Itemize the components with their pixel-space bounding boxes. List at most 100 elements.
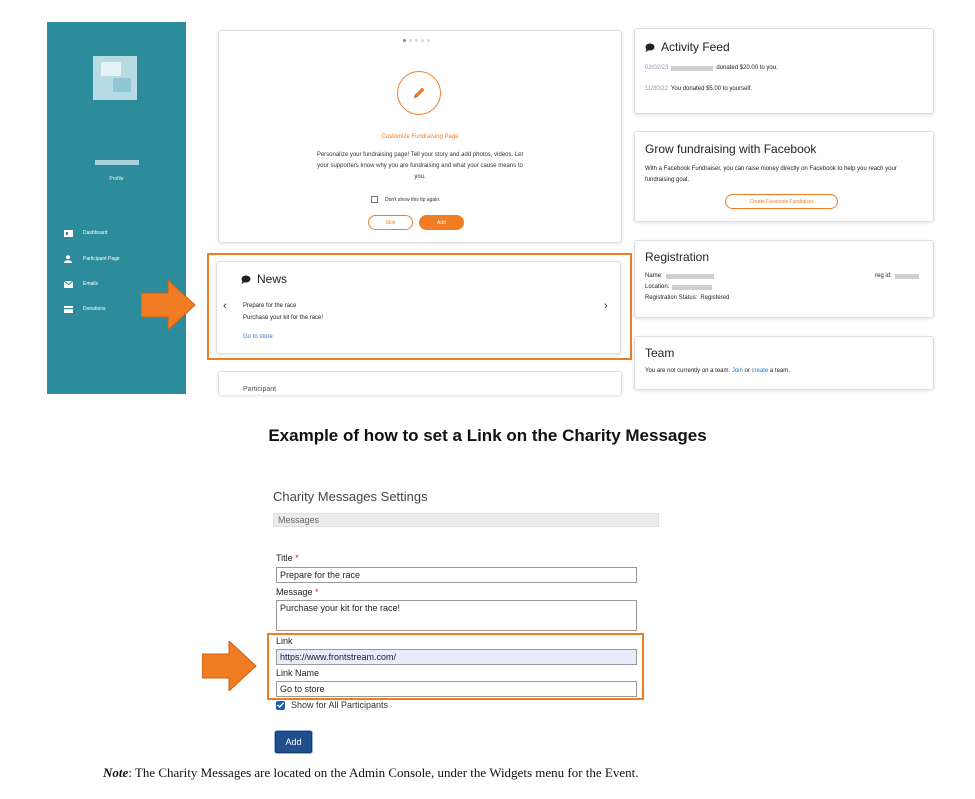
message-label: Message * bbox=[276, 587, 319, 597]
activity-text: donated $20.00 to you. bbox=[716, 65, 778, 71]
registration-id-label: reg id: bbox=[875, 273, 892, 279]
registration-status-value: Registered bbox=[700, 295, 730, 301]
profile-name-blurred bbox=[95, 160, 139, 165]
note-text: : The Charity Messages are located on th… bbox=[128, 765, 639, 780]
registration-id-row: reg id: bbox=[875, 273, 922, 279]
sidebar-item-label: Dashboard bbox=[83, 230, 108, 236]
fundraising-tip-card: Customize Fundraising Page Personalize y… bbox=[218, 30, 622, 243]
registration-name-row: Name: bbox=[645, 273, 717, 279]
news-highlight-outline bbox=[207, 253, 632, 360]
dont-show-label: Don't show this tip again. bbox=[385, 196, 441, 203]
sidebar-item-emails[interactable]: Emails bbox=[63, 278, 183, 290]
skip-button[interactable]: Skip bbox=[368, 215, 413, 230]
registration-location-row: Location: bbox=[645, 284, 715, 290]
news-prev-button[interactable]: ‹ bbox=[223, 300, 227, 312]
registration-status-row: Registration Status: Registered bbox=[645, 295, 729, 301]
sidebar-item-dashboard[interactable]: Dashboard bbox=[63, 227, 183, 239]
sidebar-item-donations[interactable]: Donations bbox=[63, 303, 183, 315]
link-name-input[interactable]: Go to store bbox=[276, 681, 637, 697]
dont-show-checkbox[interactable] bbox=[371, 196, 378, 203]
title-label: Title * bbox=[276, 553, 299, 563]
avatar[interactable] bbox=[93, 56, 137, 100]
profile-label[interactable]: Profile bbox=[109, 176, 124, 182]
messages-section-label: Messages bbox=[278, 515, 320, 525]
dont-show-checkbox-row[interactable]: Don't show this tip again. bbox=[371, 196, 440, 203]
news-title: News bbox=[241, 272, 287, 286]
facebook-fundraiser-card: Grow fundraising with Facebook With a Fa… bbox=[634, 131, 934, 222]
news-link[interactable]: Go to store bbox=[243, 334, 273, 340]
section-heading: Example of how to set a Link on the Char… bbox=[268, 426, 707, 445]
link-name-label: Link Name bbox=[276, 668, 320, 678]
activity-feed-card: Activity Feed 02/02/23 donated $20.00 to… bbox=[634, 28, 934, 114]
team-status-text: You are not currently on a team. Join or… bbox=[645, 368, 790, 374]
activity-row: 11/30/22 You donated $5.00 to yourself. bbox=[645, 86, 752, 92]
message-textarea[interactable]: Purchase your kit for the race! bbox=[276, 600, 637, 631]
sidebar-item-label: Donations bbox=[83, 306, 106, 312]
activity-date: 02/02/23 bbox=[645, 65, 669, 71]
team-title: Team bbox=[645, 346, 675, 360]
news-message-title: Prepare for the race bbox=[243, 303, 297, 309]
show-all-label: Show for All Participants bbox=[291, 700, 389, 710]
tip-body: Personalize your fundraising page! Tell … bbox=[316, 152, 524, 180]
envelope-icon bbox=[63, 280, 73, 289]
chat-bubble-icon bbox=[241, 275, 251, 284]
news-message-body: Purchase your kit for the race! bbox=[243, 315, 324, 321]
tip-add-button[interactable]: Add bbox=[419, 215, 464, 230]
title-label-text: Title bbox=[276, 553, 293, 563]
create-facebook-fundraiser-button[interactable]: Create Facebook Fundraiser bbox=[725, 194, 838, 209]
team-text-after: a team. bbox=[769, 368, 790, 374]
card-icon bbox=[63, 305, 73, 314]
donor-name-blurred bbox=[671, 65, 714, 71]
form-add-button[interactable]: Add bbox=[275, 731, 312, 753]
dashboard-icon bbox=[63, 229, 73, 238]
registration-card: Registration Name: Location: Registratio… bbox=[634, 240, 934, 318]
footnote: Note: The Charity Messages are located o… bbox=[103, 765, 639, 781]
registration-status-label: Registration Status: bbox=[645, 295, 698, 301]
tip-title: Customize Fundraising Page bbox=[381, 134, 459, 140]
activity-date: 11/30/22 bbox=[645, 86, 668, 92]
participant-label: Participant bbox=[243, 386, 277, 393]
title-input[interactable]: Prepare for the race bbox=[276, 567, 637, 583]
activity-feed-title-text: Activity Feed bbox=[661, 40, 730, 54]
sidebar-item-participant-page[interactable]: Participant Page bbox=[63, 253, 183, 265]
sidebar-item-label: Participant Page bbox=[83, 256, 120, 262]
person-icon bbox=[63, 255, 73, 264]
participant-card: Participant bbox=[218, 371, 622, 395]
show-all-participants-row[interactable]: Show for All Participants bbox=[276, 700, 388, 710]
arrow-indicator-news bbox=[140, 278, 196, 335]
link-highlight-outline bbox=[267, 633, 644, 700]
team-text-or: or bbox=[744, 368, 750, 374]
required-mark: * bbox=[315, 587, 319, 597]
news-card: News ‹ Prepare for the race Purchase you… bbox=[216, 261, 621, 354]
sidebar-item-label: Emails bbox=[83, 281, 99, 287]
checkmark-icon bbox=[277, 702, 284, 708]
registration-name-label: Name: bbox=[645, 273, 663, 279]
team-text-before: You are not currently on a team. bbox=[645, 368, 731, 374]
join-team-link[interactable]: Join bbox=[731, 368, 743, 374]
create-team-link[interactable]: create bbox=[751, 368, 769, 374]
sidebar: Profile Dashboard Participant Page Email… bbox=[47, 22, 186, 394]
chat-bubble-icon bbox=[645, 43, 655, 52]
carousel-dots[interactable] bbox=[403, 39, 430, 42]
arrow-indicator-link bbox=[201, 639, 257, 696]
reg-id-blurred bbox=[894, 273, 919, 279]
news-next-button[interactable]: › bbox=[604, 300, 608, 312]
facebook-card-title: Grow fundraising with Facebook bbox=[645, 142, 817, 156]
show-all-checkbox[interactable] bbox=[276, 700, 285, 710]
registration-title: Registration bbox=[645, 250, 710, 264]
location-blurred bbox=[672, 284, 713, 290]
form-title: Charity Messages Settings bbox=[273, 489, 428, 504]
registration-location-label: Location: bbox=[645, 284, 670, 290]
team-card: Team You are not currently on a team. Jo… bbox=[634, 336, 934, 390]
note-label: Note bbox=[103, 765, 129, 780]
activity-text: You donated $5.00 to yourself. bbox=[670, 86, 753, 92]
message-label-text: Message bbox=[276, 587, 313, 597]
link-input[interactable]: https://www.frontstream.com/ bbox=[276, 649, 637, 665]
registrant-name-blurred bbox=[665, 273, 714, 279]
messages-section-bar: Messages bbox=[273, 513, 659, 527]
news-title-text: News bbox=[257, 272, 288, 286]
activity-row: 02/02/23 donated $20.00 to you. bbox=[645, 65, 778, 71]
required-mark: * bbox=[295, 553, 299, 563]
activity-feed-title: Activity Feed bbox=[645, 40, 730, 54]
link-label: Link bbox=[276, 636, 293, 646]
